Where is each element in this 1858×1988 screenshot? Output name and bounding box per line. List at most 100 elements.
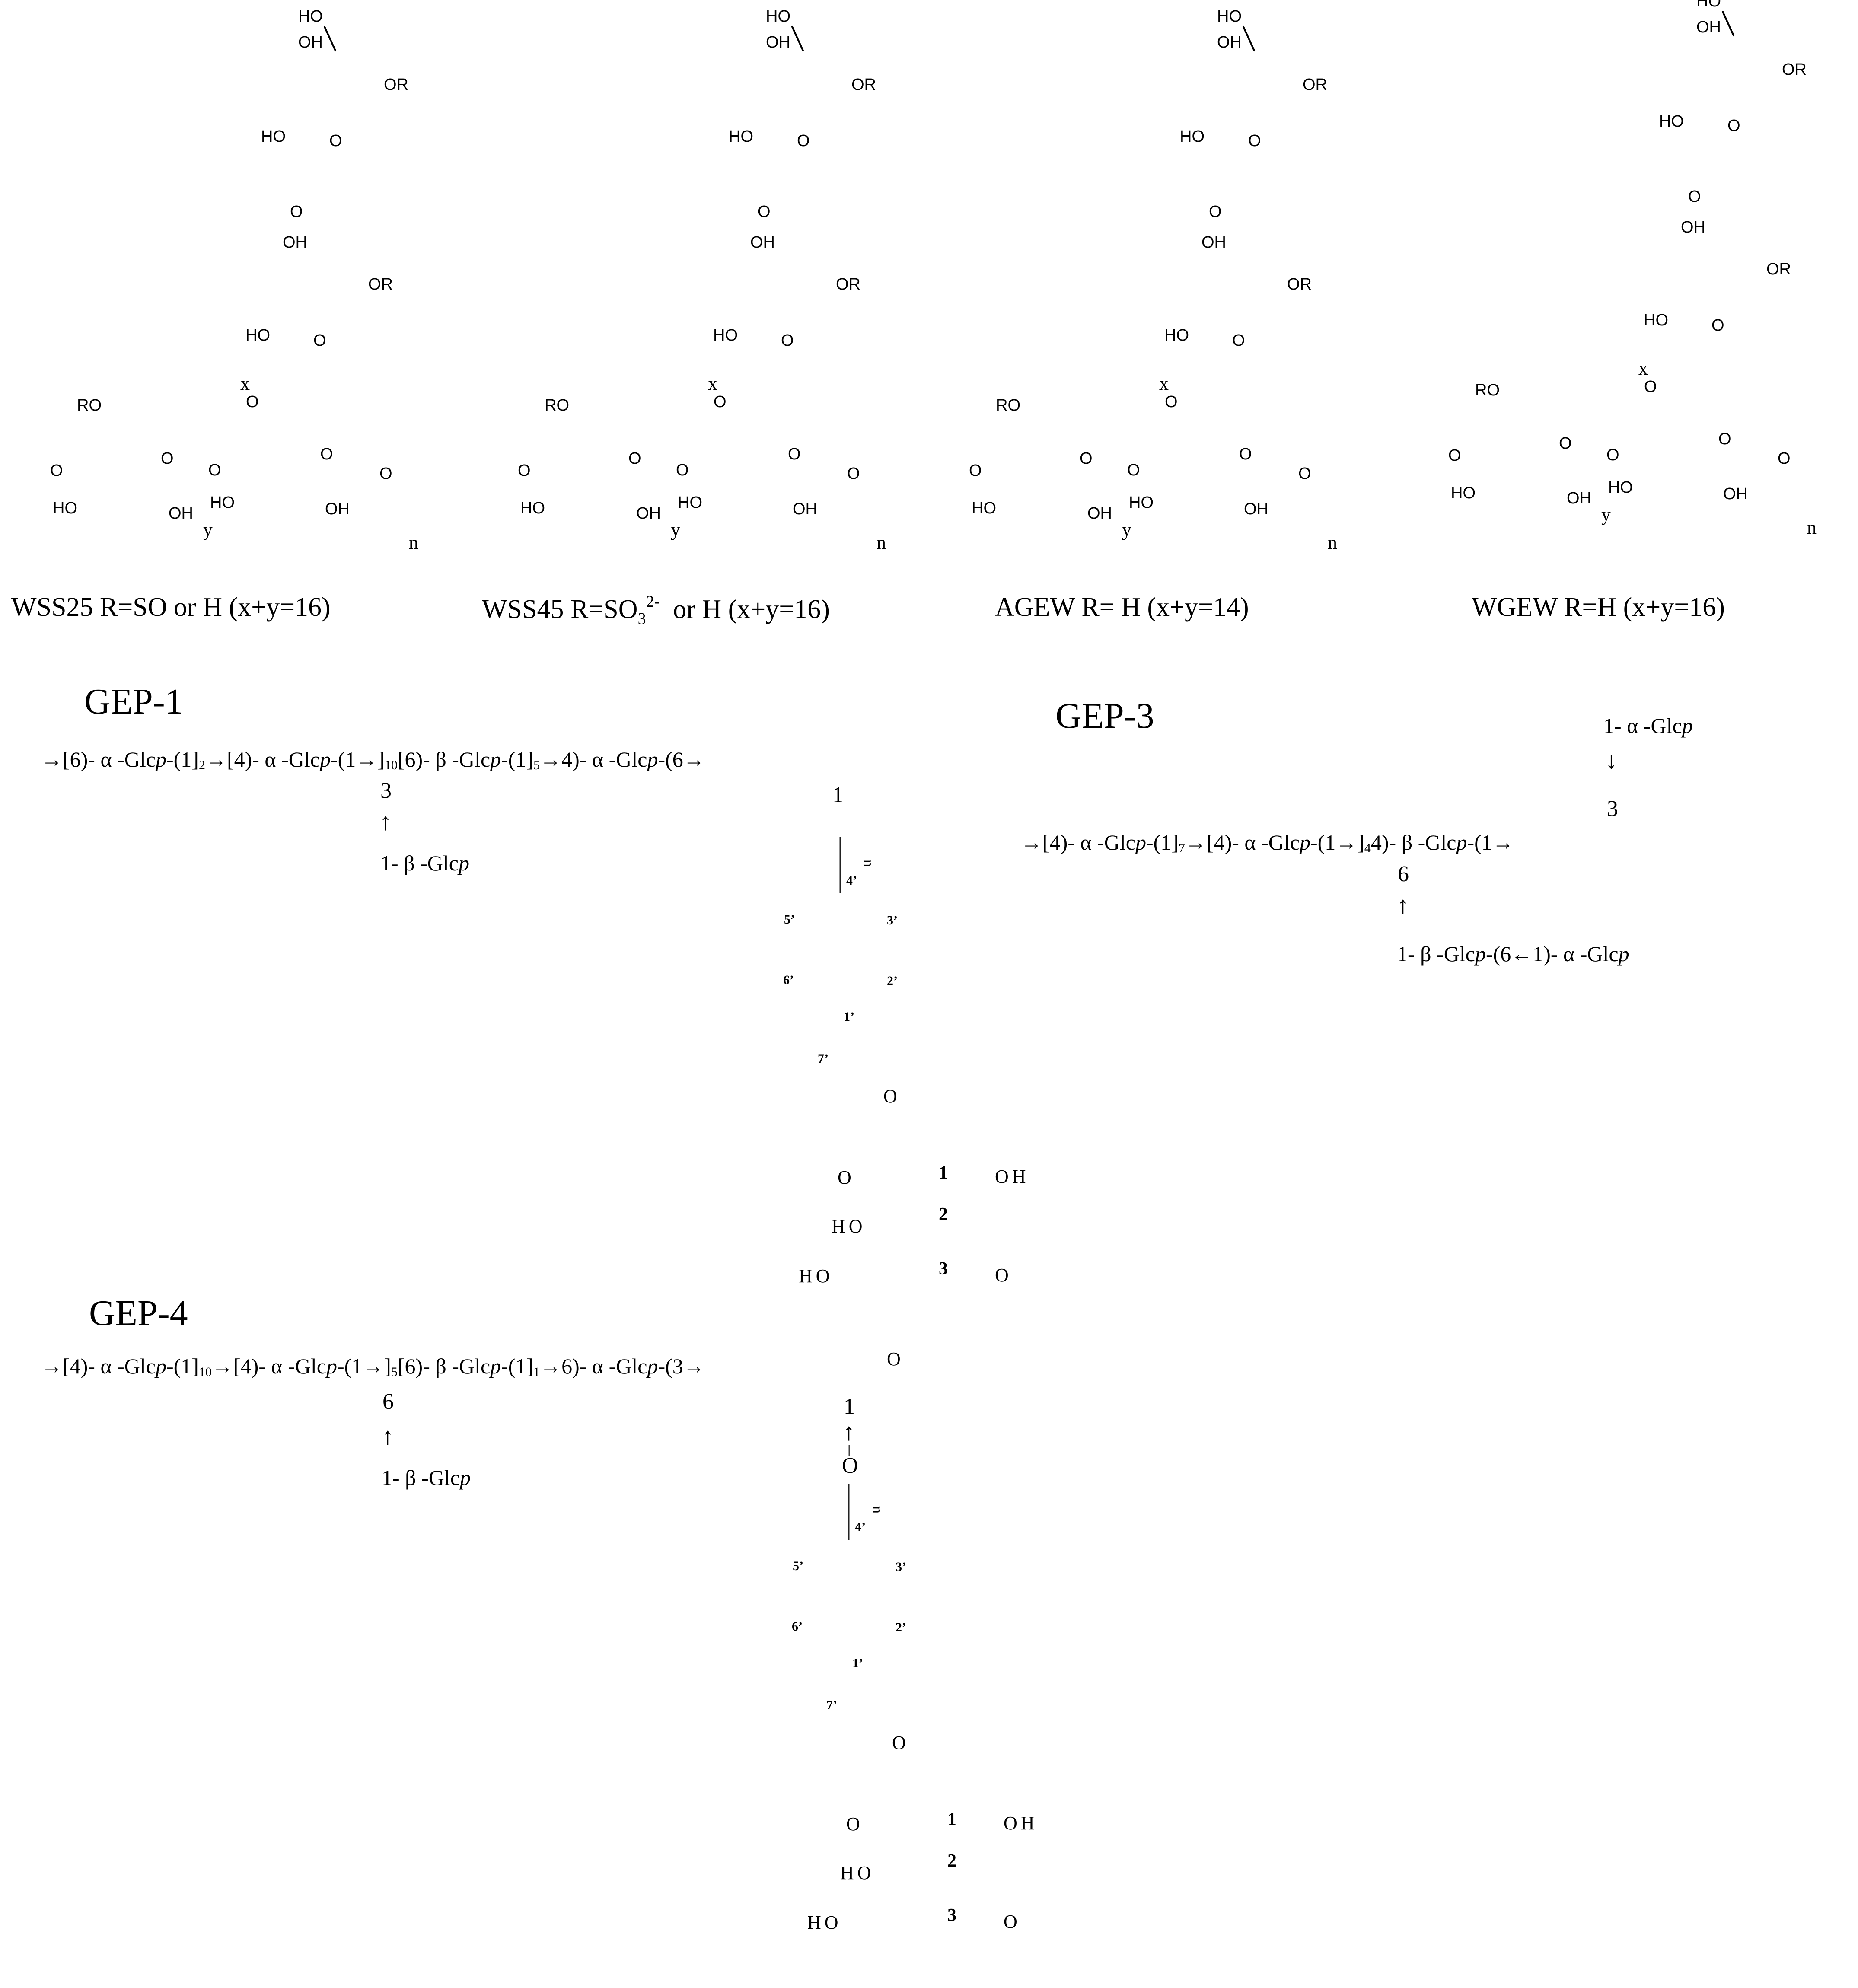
- atom-label: x: [240, 373, 250, 394]
- atom-label: HO: [713, 326, 738, 344]
- atom-label: OH: [1681, 218, 1705, 236]
- atom-label: O: [1727, 117, 1740, 135]
- sequence-subscript: 10: [384, 758, 398, 772]
- sequence-segment: 4)- β -Glc: [1370, 830, 1456, 854]
- atom-label: OH: [169, 504, 193, 522]
- glucan-structure: [1722, 11, 1734, 36]
- sequence-segment: →[4)- α -Glc: [1185, 830, 1300, 854]
- atom-label: OR: [368, 275, 393, 293]
- atom-label: O: [208, 461, 221, 479]
- locant-label: 3: [947, 1905, 956, 1925]
- atom-label: OH: [1567, 489, 1591, 507]
- sequence-segment: -(1]: [501, 1354, 534, 1378]
- atom-label: O: [1004, 1911, 1017, 1932]
- gep4-side-chain: 4’ 5’ 3’ 6’ 2’ 1’ 7’ n O O 1 2 3 OH HO H…: [792, 1484, 1035, 1933]
- atom-label: OH: [283, 233, 307, 252]
- structure-agew: HO OH OR HO O O OH OR HO O x O RO O O HO…: [969, 7, 1337, 553]
- atom-label: HO: [729, 127, 753, 146]
- atom-label: OH: [1723, 485, 1748, 503]
- atom-label: HO: [1180, 127, 1205, 146]
- atom-label: HO: [261, 127, 286, 146]
- atom-label: OH: [1201, 233, 1226, 252]
- sequence-segment: -(1→]: [337, 1354, 391, 1378]
- atom-label: HO: [1217, 7, 1242, 25]
- atom-label: OH: [750, 233, 775, 252]
- glucan-structures-panel: HO OH OR HO O O OH OR HO O x O RO O O HO…: [50, 0, 1817, 553]
- sequence-italic-p: p: [490, 1354, 501, 1378]
- atom-label: x: [708, 373, 717, 394]
- gep3-top-branch: 1- α -Glcp: [1603, 713, 1693, 738]
- sequence-segment: -(1]: [501, 747, 534, 771]
- caption-wgew: WGEW R=H (x+y=16): [1472, 592, 1725, 623]
- locant-label: 5’: [793, 1559, 803, 1573]
- atom-label: O: [1448, 446, 1461, 465]
- locant-label: 6’: [792, 1619, 803, 1634]
- sequence-segment: →[4)- α -Glc: [211, 1354, 326, 1378]
- atom-label: O: [892, 1732, 906, 1753]
- atom-label: O: [758, 203, 771, 221]
- atom-label: n: [876, 532, 886, 553]
- atom-label: O: [313, 331, 326, 350]
- locant-label: 1’: [852, 1656, 863, 1670]
- sequence-segment: →[4)- α -Glc: [41, 1354, 156, 1378]
- atom-label: OH: [298, 33, 323, 51]
- atom-label: O: [846, 1813, 860, 1835]
- sequence-italic-p: p: [319, 747, 331, 771]
- sequence-italic-p: p: [459, 1466, 471, 1490]
- sequence-segment: →[4)- α -Glc: [1021, 830, 1135, 854]
- atom-label: O: [995, 1265, 1009, 1286]
- glucan-atom-labels: HO OH OR HO O O OH OR HO O x O RO O O HO…: [50, 7, 418, 553]
- atom-label: OR: [1287, 275, 1312, 293]
- locant-label: 1: [939, 1163, 948, 1183]
- atom-label: OR: [836, 275, 860, 293]
- atom-label: O: [1559, 434, 1572, 452]
- locant-label: 5’: [784, 912, 795, 927]
- up-arrow-icon: ↑: [843, 1419, 855, 1446]
- glucan-structure: [791, 26, 804, 51]
- up-arrow-icon: ↑: [382, 1423, 394, 1450]
- atom-label: HO: [799, 1265, 833, 1287]
- caption-wss25: WSS25 R=SO or H (x+y=16): [11, 592, 331, 623]
- gep4-title: GEP-4: [89, 1293, 188, 1333]
- sequence-segment: →6)- α -Glc: [540, 1354, 647, 1378]
- caption-wss45: WSS45 R=SO32- or H (x+y=16): [482, 592, 830, 628]
- atom-label: HO: [298, 7, 323, 25]
- atom-label: O: [518, 462, 531, 480]
- atom-label: HO: [807, 1912, 842, 1933]
- atom-label: RO: [545, 396, 569, 414]
- sequence-italic-p: p: [1299, 830, 1310, 854]
- atom-label: OH: [325, 500, 350, 518]
- sequence-italic-p: p: [1682, 714, 1693, 738]
- locant-label: 1’: [844, 1010, 854, 1024]
- glucan-atom-labels: HO OH OR HO O O OH OR HO O x O RO O O HO…: [1448, 0, 1817, 538]
- atom-label: OH: [1217, 33, 1242, 51]
- repeat-label: n: [860, 860, 876, 867]
- sequence-segment: -(1]: [166, 1354, 199, 1378]
- atom-label: O: [887, 1348, 901, 1370]
- atom-label: O: [1127, 461, 1140, 479]
- sequence-segment: [6)- β -Glc: [397, 747, 491, 771]
- atom-label: O: [1718, 430, 1731, 448]
- sequence-segment: 1- β -Glc: [382, 1466, 460, 1490]
- atom-label: n: [409, 532, 418, 553]
- atom-label: HO: [210, 494, 235, 512]
- caption-text: WSS25 R=SO or H (x+y=16): [11, 593, 331, 622]
- locant-label: 7’: [826, 1698, 837, 1712]
- atom-label: HO: [1608, 478, 1633, 497]
- atom-label: O: [1239, 445, 1252, 463]
- locant-label: 7’: [818, 1051, 829, 1066]
- sequence-subscript: 7: [1178, 841, 1185, 855]
- atom-label: OH: [793, 500, 817, 518]
- glucan-structure: [1243, 26, 1255, 51]
- sequence-segment: -(1→]: [330, 747, 385, 771]
- locant-label: 2: [947, 1851, 956, 1871]
- caption-text: or H (x+y=16): [660, 595, 830, 624]
- atom-label: HO: [678, 494, 702, 512]
- sequence-segment: [6)- β -Glc: [397, 1354, 491, 1378]
- atom-label: HO: [245, 326, 270, 344]
- gep4-side-chain-link-oxygen: O: [842, 1453, 858, 1478]
- sequence-segment: -(6→: [658, 747, 705, 771]
- gep4-branch-position: 6: [382, 1389, 394, 1414]
- atom-label: HO: [972, 499, 996, 517]
- atom-label: HO: [840, 1862, 875, 1883]
